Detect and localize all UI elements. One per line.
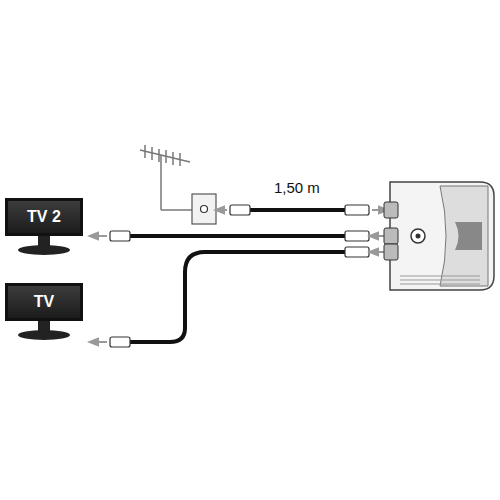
cable-length: 1,50 m — [272, 179, 322, 196]
coax-cable — [130, 210, 345, 342]
coax-plug — [110, 205, 369, 347]
tv-label: TV — [34, 293, 54, 311]
amplifier-device — [384, 182, 494, 290]
direction-arrow — [93, 210, 384, 342]
wall-socket — [192, 194, 216, 224]
antenna-symbol — [140, 145, 192, 210]
tv-label: TV 2 — [27, 208, 61, 226]
tv-screen: TV 2 — [5, 198, 83, 236]
tv-screen: TV — [5, 283, 83, 321]
